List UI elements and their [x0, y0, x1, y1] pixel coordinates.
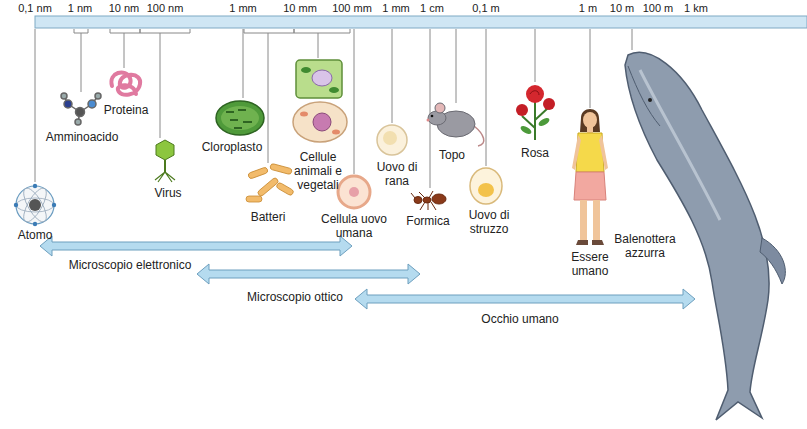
mouse-figure: [427, 103, 484, 146]
scale-label: 10 nm: [109, 1, 140, 15]
human-figure: [572, 109, 608, 245]
scale-label: 1 m: [579, 1, 597, 15]
bacteria-figure: [246, 163, 294, 202]
scale-label: 100 mm: [332, 1, 372, 15]
item-label: Virus: [154, 186, 181, 200]
rose-figure: [516, 85, 555, 140]
item-label: Cellule animali e vegetali: [290, 150, 346, 192]
range-label: Occhio umano: [481, 312, 558, 326]
scale-label: 0,1 nm: [18, 1, 52, 15]
item-label: Cloroplasto: [202, 140, 263, 154]
scale-bar: [35, 16, 807, 28]
protein-figure: [111, 72, 140, 94]
range-label: Microscopio ottico: [247, 290, 343, 304]
scale-label: 1 cm: [420, 1, 444, 15]
scale-label: 10 mm: [283, 1, 317, 15]
item-label: Topo: [439, 148, 465, 162]
item-label: Batteri: [251, 210, 286, 224]
chloroplast-figure: [216, 101, 264, 135]
scale-label: 1 mm: [229, 1, 257, 15]
scale-label: 100 m: [643, 1, 674, 15]
frog-egg-figure: [377, 125, 407, 155]
range-arrows: [40, 236, 695, 309]
atom-figure: [14, 184, 56, 226]
item-label: Uovo di struzzo: [462, 208, 517, 236]
scale-label: 10 m: [610, 1, 634, 15]
virus-figure: [155, 140, 175, 182]
cells-figure: [293, 60, 347, 142]
range-label: Microscopio elettronico: [69, 258, 192, 272]
item-label: Rosa: [521, 146, 549, 160]
ant-figure: [411, 191, 446, 210]
item-label: Formica: [406, 214, 449, 228]
item-label: Essere umano: [564, 250, 616, 278]
egg-cell-figure: [338, 176, 370, 208]
scale-label: 100 nm: [147, 1, 184, 15]
item-label: Cellula uovo umana: [314, 212, 394, 240]
amino-acid-figure: [61, 93, 101, 125]
item-label: Proteina: [104, 103, 149, 117]
ostrich-egg-figure: [470, 168, 502, 204]
scale-label: 1 nm: [68, 1, 92, 15]
scale-brackets: [74, 29, 350, 33]
scale-label: 1 km: [684, 1, 708, 15]
scale-label: 0,1 m: [472, 1, 500, 15]
item-label: Atomo: [18, 228, 53, 242]
item-label: Uovo di rana: [373, 160, 421, 188]
scale-label: 1 mm: [382, 1, 410, 15]
item-label: Amminoacido: [46, 130, 119, 144]
item-label: Balenottera azzurra: [607, 232, 683, 260]
